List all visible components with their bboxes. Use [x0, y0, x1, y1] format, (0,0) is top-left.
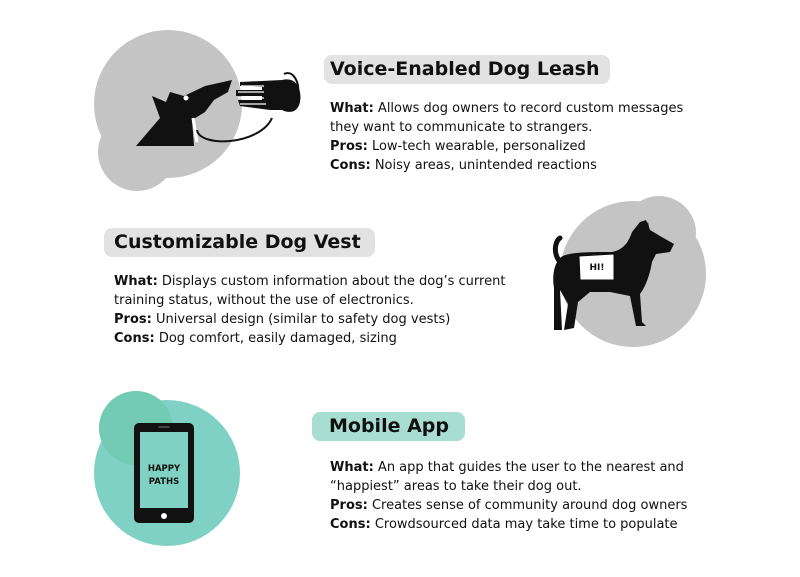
- dog-head-silhouette: [136, 80, 232, 146]
- phone-text-line-2: PATHS: [149, 477, 179, 487]
- app-pros: Creates sense of community around dog ow…: [371, 498, 688, 513]
- leash-what-line-1: Allows dog owners to record custom messa…: [377, 101, 684, 116]
- vest-description: What: Displays custom information about …: [114, 272, 505, 348]
- leash-cons: Noisy areas, unintended reactions: [374, 158, 597, 173]
- vest-cons: Dog comfort, easily damaged, sizing: [158, 331, 397, 346]
- leash-pros-label: Pros:: [330, 139, 368, 154]
- vest-what-line-1: Displays custom information about the do…: [161, 274, 506, 289]
- leash-pros: Low-tech wearable, personalized: [371, 139, 586, 154]
- app-what-line-1: An app that guides the user to the neare…: [377, 460, 684, 475]
- vest-what-line-2: training status, without the use of elec…: [114, 293, 414, 308]
- vest-patch: [578, 253, 615, 281]
- phone-text-line-1: HAPPY: [148, 464, 181, 474]
- vest-cons-label: Cons:: [114, 331, 155, 346]
- leash-title: Voice-Enabled Dog Leash: [330, 58, 600, 80]
- leash-what-label: What:: [330, 101, 374, 116]
- app-pros-label: Pros:: [330, 498, 368, 513]
- vest-pros: Universal design (similar to safety dog …: [155, 312, 451, 327]
- vest-title: Customizable Dog Vest: [114, 231, 361, 253]
- vest-title-pill: Customizable Dog Vest: [104, 228, 375, 257]
- app-cons-label: Cons:: [330, 517, 371, 532]
- app-title-pill: Mobile App: [312, 412, 465, 441]
- vest-text: HI!: [590, 263, 605, 273]
- app-description: What: An app that guides the user to the…: [330, 458, 687, 534]
- app-what-label: What:: [330, 460, 374, 475]
- vest-pros-label: Pros:: [114, 312, 152, 327]
- leash-cons-label: Cons:: [330, 158, 371, 173]
- leash-description: What: Allows dog owners to record custom…: [330, 99, 683, 175]
- app-what-line-2: “happiest” areas to take their dog out.: [330, 479, 582, 494]
- leash-title-pill: Voice-Enabled Dog Leash: [324, 55, 610, 84]
- phone-screen: [140, 432, 188, 508]
- vest-what-label: What:: [114, 274, 158, 289]
- app-title: Mobile App: [329, 415, 449, 437]
- leash-what-line-2: they want to communicate to strangers.: [330, 120, 593, 135]
- phone-home-button: [161, 513, 167, 519]
- app-cons: Crowdsourced data may take time to popul…: [374, 517, 678, 532]
